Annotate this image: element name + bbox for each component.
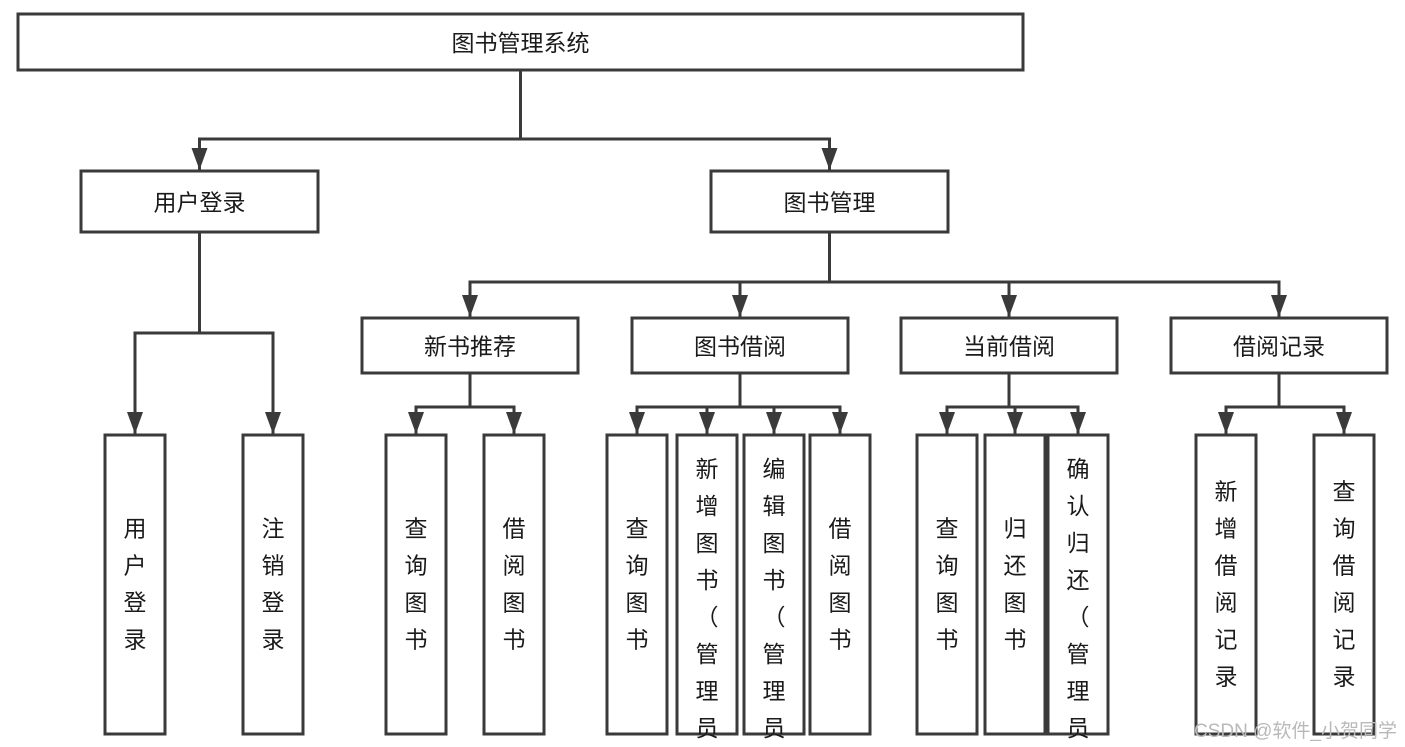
node-box-recommend-borrow-book	[482, 433, 546, 736]
arrow-head-icon-mid-1-2	[766, 412, 782, 434]
node-label-user-login: 用户登录	[154, 190, 246, 216]
node-label-recommend-borrow-book: 借阅图书	[503, 516, 526, 653]
node-new-book-recommend[interactable]: 新书推荐	[360, 316, 580, 375]
node-label-borrow-edit-book-admin: 编辑图书（管理员）	[763, 456, 786, 747]
node-box-borrow-borrow-book	[808, 433, 872, 736]
node-borrow-query-book[interactable]: 查询图书	[605, 433, 669, 736]
node-recommend-borrow-book[interactable]: 借阅图书	[482, 433, 546, 736]
node-box-borrow-add-book-admin	[675, 433, 739, 736]
node-label-book-borrow: 图书借阅	[694, 334, 786, 360]
node-box-record-query	[1312, 433, 1376, 736]
node-borrow-add-book-admin[interactable]: 新增图书（管理员）	[675, 433, 739, 747]
node-label-new-book-recommend: 新书推荐	[424, 334, 516, 360]
node-label-borrow-record: 借阅记录	[1233, 334, 1325, 360]
node-box-recommend-query-book	[384, 433, 448, 736]
arrow-head-icon-user-login-0	[127, 412, 143, 434]
nodes-layer: 图书管理系统用户登录图书管理用户登录注销登录新书推荐图书借阅当前借阅借阅记录查询…	[16, 12, 1389, 747]
connectors-layer	[127, 68, 1352, 436]
node-record-query[interactable]: 查询借阅记录	[1312, 433, 1376, 736]
node-box-user-logout-leaf	[241, 433, 305, 736]
node-label-borrow-borrow-book: 借阅图书	[829, 516, 852, 653]
node-label-record-add: 新增借阅记录	[1215, 479, 1238, 690]
arrow-head-icon-root-0	[191, 148, 208, 170]
node-box-borrow-query-book	[605, 433, 669, 736]
node-box-current-confirm-return-admin	[1046, 433, 1110, 736]
node-user-login[interactable]: 用户登录	[79, 169, 320, 234]
node-label-recommend-query-book: 查询图书	[405, 516, 428, 653]
node-box-borrow-record	[1169, 316, 1389, 375]
node-label-current-query-book: 查询图书	[936, 516, 959, 653]
arrow-head-icon-root-1	[821, 148, 838, 170]
node-box-root	[16, 12, 1025, 72]
node-borrow-record[interactable]: 借阅记录	[1169, 316, 1389, 375]
arrow-head-icon-mid-1-3	[832, 412, 848, 434]
node-current-return-book[interactable]: 归还图书	[983, 433, 1047, 736]
node-box-borrow-edit-book-admin	[742, 433, 806, 736]
arrow-head-icon-book-management-0	[462, 295, 478, 317]
node-label-book-management: 图书管理	[784, 190, 876, 216]
node-box-record-add	[1194, 433, 1258, 736]
node-current-query-book[interactable]: 查询图书	[915, 433, 979, 736]
node-label-current-return-book: 归还图书	[1004, 516, 1027, 653]
node-box-user-login-leaf	[103, 433, 167, 736]
node-label-borrow-query-book: 查询图书	[626, 516, 649, 653]
node-borrow-edit-book-admin[interactable]: 编辑图书（管理员）	[742, 433, 806, 747]
node-box-current-borrow	[899, 316, 1119, 375]
node-label-root: 图书管理系统	[452, 30, 590, 56]
node-recommend-query-book[interactable]: 查询图书	[384, 433, 448, 736]
arrow-head-icon-mid-2-0	[939, 412, 955, 434]
node-label-user-login-leaf: 用户登录	[124, 516, 147, 653]
node-box-book-management	[709, 169, 950, 234]
node-current-borrow[interactable]: 当前借阅	[899, 316, 1119, 375]
arrow-head-icon-user-login-1	[265, 412, 281, 434]
node-box-current-query-book	[915, 433, 979, 736]
node-label-current-borrow: 当前借阅	[963, 334, 1055, 360]
node-borrow-borrow-book[interactable]: 借阅图书	[808, 433, 872, 736]
node-book-management[interactable]: 图书管理	[709, 169, 950, 234]
arrow-head-icon-mid-1-1	[699, 412, 715, 434]
node-box-new-book-recommend	[360, 316, 580, 375]
node-current-confirm-return-admin[interactable]: 确认归还（管理员）	[1046, 433, 1110, 747]
node-label-user-logout-leaf: 注销登录	[262, 516, 285, 653]
node-book-borrow[interactable]: 图书借阅	[630, 316, 850, 375]
arrow-head-icon-mid-2-2	[1070, 412, 1086, 434]
node-user-logout-leaf[interactable]: 注销登录	[241, 433, 305, 736]
node-box-book-borrow	[630, 316, 850, 375]
arrow-head-icon-mid-3-1	[1336, 412, 1352, 434]
arrow-head-icon-mid-0-0	[408, 412, 424, 434]
arrow-head-icon-book-management-2	[1001, 295, 1017, 317]
arrow-head-icon-mid-1-0	[629, 412, 645, 434]
node-record-add[interactable]: 新增借阅记录	[1194, 433, 1258, 736]
arrow-head-icon-book-management-3	[1271, 295, 1287, 317]
node-label-borrow-add-book-admin: 新增图书（管理员）	[696, 456, 719, 747]
node-box-user-login	[79, 169, 320, 234]
arrow-head-icon-mid-2-1	[1007, 412, 1023, 434]
arrow-head-icon-mid-3-0	[1218, 412, 1234, 434]
arrow-head-icon-book-management-1	[732, 295, 748, 317]
node-box-current-return-book	[983, 433, 1047, 736]
node-user-login-leaf[interactable]: 用户登录	[103, 433, 167, 736]
arrow-head-icon-mid-0-1	[506, 412, 522, 434]
node-label-record-query: 查询借阅记录	[1333, 479, 1356, 690]
node-root[interactable]: 图书管理系统	[16, 12, 1025, 72]
node-label-current-confirm-return-admin: 确认归还（管理员）	[1067, 456, 1090, 747]
